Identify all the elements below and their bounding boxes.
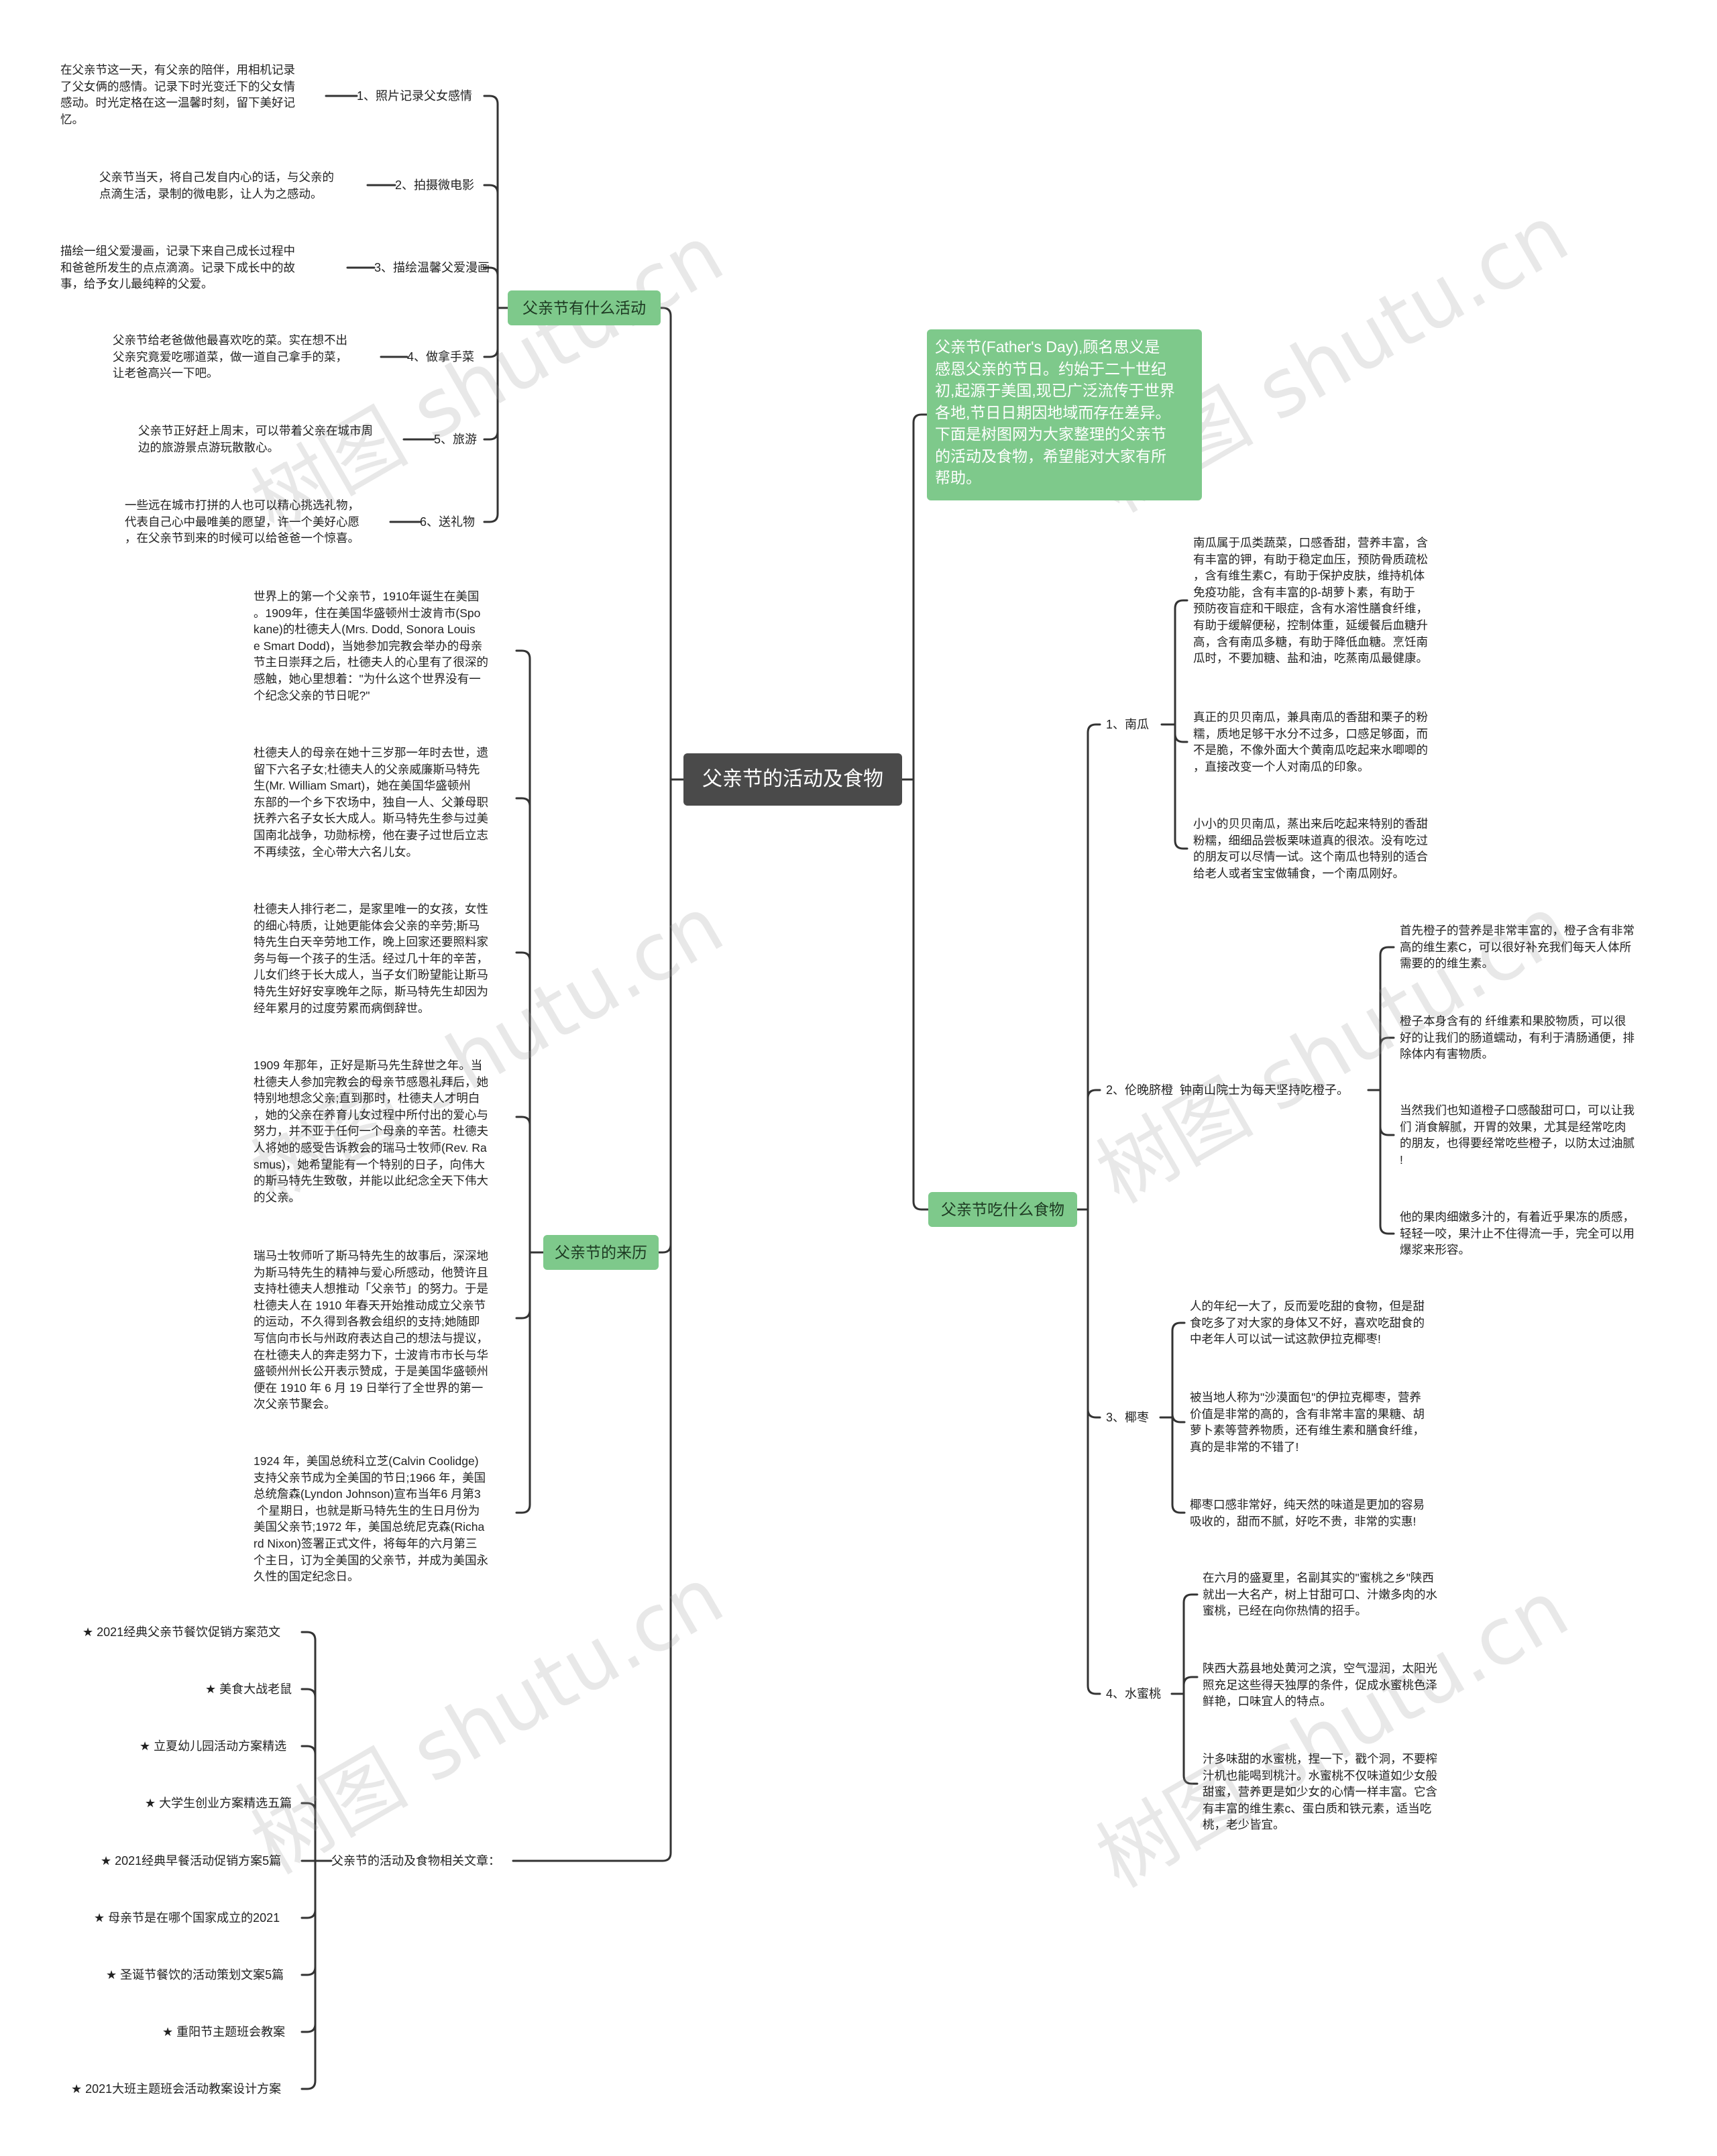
activity-label[interactable]: 2、拍摄微电影	[395, 178, 475, 192]
connector-line	[512, 778, 672, 1862]
food-text: 南瓜属于瓜类蔬菜，口感香甜，营养丰富，含 有丰富的钾，有助于稳定血压，预防骨质疏…	[1193, 536, 1428, 665]
activity-text: 父亲节当天，将自己发自内心的话，与父亲的 点滴生活，录制的微电影，让人为之感动。	[99, 170, 334, 201]
origin-paragraph: 1909 年那年，正好是斯马先生辞世之年。当 杜德夫人参加完教会的母亲节感恩礼拜…	[254, 1059, 488, 1204]
root-topic[interactable]: 父亲节的活动及食物	[683, 753, 902, 806]
connector-line	[483, 307, 499, 358]
related-article-link[interactable]: ★ 圣诞节餐饮的活动策划文案5篇	[106, 1968, 284, 1982]
connector-line	[515, 1251, 531, 1319]
activity-label[interactable]: 6、送礼物	[420, 515, 476, 529]
food-label[interactable]: 3、椰枣	[1106, 1411, 1150, 1424]
connector-line	[1087, 723, 1101, 1211]
connector-line	[1379, 1036, 1395, 1091]
branch-foods[interactable]: 父亲节吃什么食物	[928, 1192, 1077, 1227]
connector-line	[1171, 1413, 1186, 1423]
connector-line	[1087, 1089, 1101, 1211]
connector-line	[1174, 723, 1188, 743]
connector-line	[515, 1116, 531, 1254]
connector-line	[1171, 1322, 1186, 1419]
branch-origin[interactable]: 父亲节的来历	[543, 1235, 659, 1270]
branch-activities[interactable]: 父亲节有什么活动	[508, 290, 661, 325]
related-article-link[interactable]: ★ 母亲节是在哪个国家成立的2021	[94, 1911, 280, 1925]
connector-line	[659, 307, 672, 781]
origin-paragraph: 杜德夫人的母亲在她十三岁那一年时去世，遗 留下六名子女;杜德夫人的父亲威廉斯马特…	[254, 746, 488, 859]
connector-line	[515, 1251, 531, 1514]
food-text: 被当地人称为"沙漠面包"的伊拉克椰枣，营养 价值是非常的高的，含有非常丰富的果糖…	[1190, 1391, 1425, 1454]
food-text: 汁多味甜的水蜜桃，捏一下，戳个洞，不要榨 汁机也能喝到桃汁。水蜜桃不仅味道如少女…	[1203, 1752, 1437, 1832]
food-label[interactable]: 2、伦晚脐橙 钟南山院士为每天坚持吃橙子。	[1106, 1083, 1349, 1097]
related-article-link[interactable]: ★ 美食大战老鼠	[205, 1682, 292, 1696]
connector-line	[483, 307, 499, 523]
activity-label[interactable]: 4、做拿手菜	[407, 350, 475, 364]
connector-line	[1379, 1089, 1395, 1136]
intro-node[interactable]: 父亲节(Father's Day),顾名思义是 感恩父亲的节日。约始于二十世纪 …	[927, 329, 1202, 500]
activity-label[interactable]: 3、描绘温馨父爱漫画	[374, 261, 490, 274]
connector-line	[483, 95, 499, 309]
connector-line	[300, 1859, 317, 1919]
food-text: 椰枣口感非常好，纯天然的味道是更加的容易 吸收的，甜而不腻，好吃不贵，非常的实惠…	[1190, 1498, 1425, 1528]
origin-paragraph: 瑞马士牧师听了斯马特先生的故事后，深深地 为斯马特先生的精神与爱心所感动，他赞许…	[254, 1249, 488, 1411]
food-text: 人的年纪一大了，反而爱吃甜的食物，但是甜 食吃多了对大家的身体又不好，喜欢吃甜食…	[1190, 1299, 1425, 1346]
connector-line	[1174, 599, 1188, 726]
activity-text: 父亲节给老爸做他最喜欢吃的菜。实在想不出 父亲究竟爱吃哪道菜，做一道自己拿手的菜…	[113, 333, 347, 380]
connector-line	[912, 778, 930, 1211]
origin-paragraph: 世界上的第一个父亲节，1910年诞生在美国 。1909年，住在美国华盛顿州士波肯…	[254, 590, 488, 702]
connector-line	[300, 1859, 317, 2090]
connector-line	[483, 307, 499, 441]
food-text: 真正的贝贝南瓜，兼具南瓜的香甜和栗子的粉 糯，质地足够干水分不过多，口感足够面，…	[1193, 710, 1428, 773]
connector-line	[300, 1859, 317, 2033]
connector-line	[1182, 1692, 1199, 1785]
connector-line	[1379, 946, 1395, 1091]
related-article-link[interactable]: ★ 2021大班主题班会活动教案设计方案	[71, 2082, 282, 2096]
related-article-link[interactable]: ★ 立夏幼儿园活动方案精选	[140, 1739, 287, 1753]
connector-line	[300, 1745, 317, 1862]
connector-line	[1087, 1208, 1101, 1695]
connector-line	[1182, 1593, 1199, 1695]
connector-line	[1171, 1416, 1186, 1514]
activity-label[interactable]: 5、旅游	[434, 433, 478, 446]
branch-related[interactable]: 父亲节的活动及食物相关文章：	[331, 1854, 500, 1868]
connector-line	[515, 649, 531, 1254]
food-text: 小小的贝贝南瓜，蒸出来后吃起来特别的香甜 粉糯，细细品尝板栗味道真的很浓。没有吃…	[1193, 817, 1428, 880]
food-text: 陕西大荔县地处黄河之滨，空气湿润，太阳光 照充足这些得天独厚的条件，促成水蜜桃色…	[1203, 1662, 1437, 1709]
activity-text: 描绘一组父爱漫画，记录下来自己成长过程中 和爸爸所发生的点点滴滴。记录下成长中的…	[60, 244, 295, 291]
connector-line	[300, 1631, 317, 1862]
food-text: 橙子本身含有的 纤维素和果胶物质，可以很 好的让我们的肠道蠕动，有利于清肠通便，…	[1400, 1014, 1635, 1061]
food-label[interactable]: 1、南瓜	[1106, 718, 1150, 731]
food-label[interactable]: 4、水蜜桃	[1106, 1687, 1162, 1701]
connector-line	[1182, 1676, 1199, 1695]
activity-text: 在父亲节这一天，有父亲的陪伴，用相机记录 了父女俩的感情。记录下时光变迁下的父女…	[60, 63, 295, 126]
related-article-link[interactable]: ★ 2021经典早餐活动促销方案5篇	[101, 1854, 282, 1868]
connector-line	[483, 184, 499, 309]
connector-line	[1087, 1208, 1101, 1419]
related-article-link[interactable]: ★ 重阳节主题班会教案	[162, 2025, 286, 2039]
connector-line	[1174, 723, 1188, 850]
connector-line	[300, 1802, 317, 1862]
activity-label[interactable]: 1、照片记录父女感情	[357, 89, 473, 103]
connector-line	[1379, 1089, 1395, 1235]
connector-line	[515, 951, 531, 1254]
food-text: 首先橙子的营养是非常丰富的，橙子含有非常 高的维生素C，可以很好补充我们每天人体…	[1400, 924, 1635, 971]
food-text: 当然我们也知道橙子口感酸甜可口，可以让我 们 消食解腻，开胃的效果，尤其是经常吃…	[1400, 1103, 1635, 1167]
food-text: 在六月的盛夏里，名副其实的"蜜桃之乡"陕西 就出一大名产，树上甘甜可口、汁嫩多肉…	[1203, 1571, 1437, 1618]
connector-line	[300, 1688, 317, 1862]
origin-paragraph: 1924 年，美国总统科立芝(Calvin Coolidge) 支持父亲节成为全…	[254, 1454, 488, 1584]
related-article-link[interactable]: ★ 2021经典父亲节餐饮促销方案范文	[82, 1625, 281, 1639]
activity-text: 一些远在城市打拼的人也可以精心挑选礼物， 代表自己心中最唯美的愿望，许一个美好心…	[125, 498, 359, 545]
related-article-link[interactable]: ★ 大学生创业方案精选五篇	[145, 1796, 292, 1810]
connector-line	[483, 266, 499, 309]
activity-text: 父亲节正好赶上周末，可以带着父亲在城市周 边的旅游景点游玩散散心。	[138, 424, 373, 454]
connector-line	[515, 797, 531, 1254]
origin-paragraph: 杜德夫人排行老二，是家里唯一的女孩，女性 的细心特质，让她更能体会父亲的辛劳;斯…	[254, 902, 488, 1015]
connector-line	[657, 778, 672, 1254]
food-text: 他的果肉细嫩多汁的，有着近乎果冻的质感， 轻轻一咬，果汁止不住得流一手，完全可以…	[1400, 1210, 1635, 1257]
connector-line	[912, 413, 928, 781]
